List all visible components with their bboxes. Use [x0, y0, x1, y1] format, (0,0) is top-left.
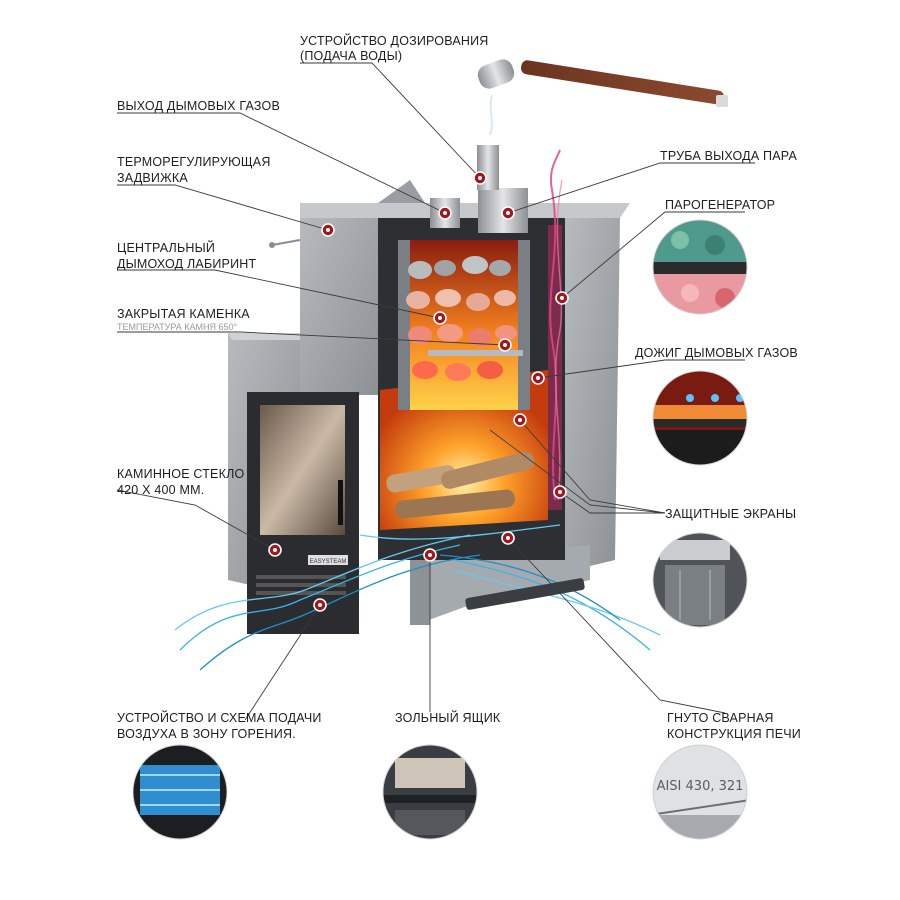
marker-ash-box	[423, 548, 437, 562]
detail-circle-steam-generator	[652, 219, 748, 315]
marker-afterburn	[531, 371, 545, 385]
marker-smoke-exit	[438, 206, 452, 220]
firewood-logs	[386, 451, 535, 519]
label-screens: ЗАЩИТНЫЕ ЭКРАНЫ	[665, 507, 796, 521]
label-closed-heater-sub: ТЕМПЕРАТУРА КАМНЯ 650°	[117, 322, 238, 332]
damper-rod	[271, 239, 301, 246]
labels: УСТРОЙСТВО ДОЗИРОВАНИЯ (ПОДАЧА ВОДЫ) ВЫХ…	[117, 33, 801, 741]
stove-illustration: EASYSTEAM	[174, 59, 728, 671]
stone-front-panel	[228, 333, 300, 585]
steam-wisps	[549, 149, 561, 501]
label-dosing: УСТРОЙСТВО ДОЗИРОВАНИЯ (ПОДАЧА ВОДЫ)	[300, 33, 492, 63]
label-damper: ТЕРМОРЕГУЛИРУЮЩАЯ ЗАДВИЖКА	[117, 155, 274, 185]
marker-steam-gen	[555, 291, 569, 305]
label-ash-box: ЗОЛЬНЫЙ ЯЩИК	[395, 710, 501, 725]
leader-lines	[116, 62, 755, 721]
stone-front-panel-side	[228, 333, 305, 340]
label-labyrinth: ЦЕНТРАЛЬНЫЙ ДЫМОХОД ЛАБИРИНТ	[117, 240, 256, 271]
detail-circle-air-supply	[132, 744, 228, 840]
label-air-supply: УСТРОЙСТВО И СХЕМА ПОДАЧИ ВОЗДУХА В ЗОНУ…	[117, 710, 325, 741]
stone-cap	[300, 203, 630, 218]
marker-screens-2	[513, 413, 527, 427]
marker-glass	[268, 543, 282, 557]
sauna-stones	[406, 256, 517, 381]
fireplace-door: EASYSTEAM	[247, 392, 359, 634]
ladle	[477, 59, 728, 136]
label-closed-heater: ЗАКРЫТАЯ КАМЕНКА	[117, 307, 250, 321]
labyrinth-pipe-left	[398, 240, 410, 410]
ash-vent	[465, 578, 585, 610]
marker-air-supply	[313, 598, 327, 612]
detail-circle-afterburn	[652, 370, 748, 466]
stone-upper-left	[300, 215, 378, 395]
detail-circle-construction: AISI 430, 321	[652, 744, 748, 840]
brand-label: EASYSTEAM	[310, 559, 347, 565]
label-steam-gen: ПАРОГЕНЕРАТОР	[665, 198, 775, 212]
callout-markers	[268, 171, 569, 612]
label-afterburn: ДОЖИГ ДЫМОВЫХ ГАЗОВ	[635, 346, 798, 360]
label-steam-pipe: ТРУБА ВЫХОДА ПАРА	[660, 149, 797, 163]
marker-labyrinth	[433, 311, 447, 325]
marker-dosing	[473, 171, 487, 185]
label-smoke-exit: ВЫХОД ДЫМОВЫХ ГАЗОВ	[117, 99, 280, 113]
steam-generator-pipe	[428, 350, 523, 356]
label-construction: ГНУТО СВАРНАЯ КОНСТРУКЦИЯ ПЕЧИ	[667, 711, 801, 741]
air-vent-slots	[256, 575, 346, 595]
marker-damper	[321, 223, 335, 237]
stone-right-column	[565, 218, 620, 572]
detail-circle-screens	[652, 532, 748, 628]
marker-steam-pipe	[501, 206, 515, 220]
marker-closed-heater	[498, 338, 512, 352]
marker-screens-1	[553, 485, 567, 499]
stone-base-right	[415, 545, 590, 625]
stone-bottom-slab	[410, 560, 430, 625]
labyrinth-pipe-right	[518, 240, 530, 410]
label-glass: КАМИННОЕ СТЕКЛО 420 Х 400 ММ.	[117, 467, 248, 497]
detail-circle-ash-box	[382, 744, 478, 840]
marker-construction	[501, 531, 515, 545]
steel-grade-text: AISI 430, 321	[657, 779, 744, 794]
